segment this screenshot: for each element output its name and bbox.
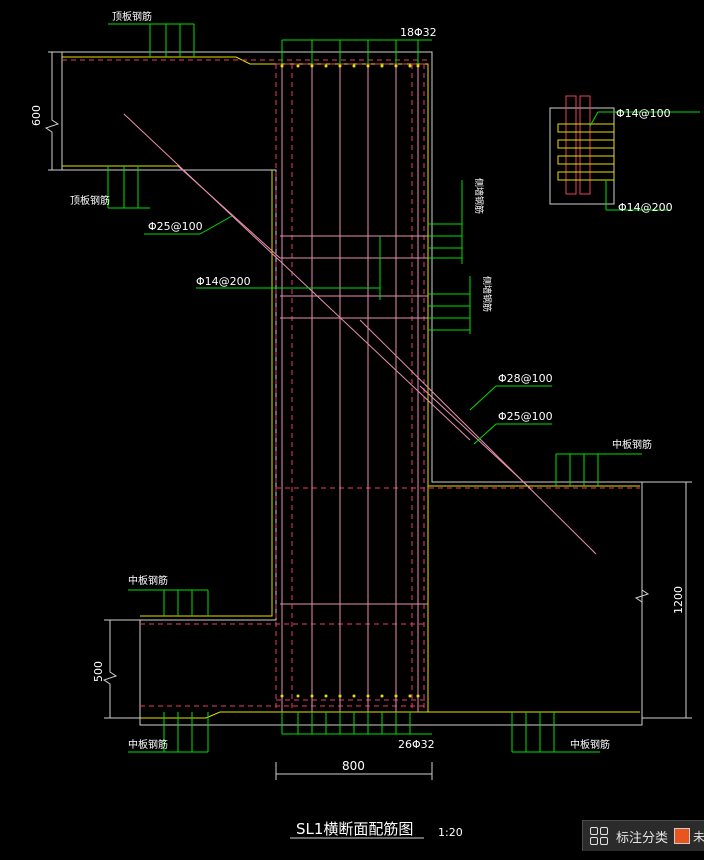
dim-bottom-left: 500	[92, 661, 105, 682]
callout-leaders	[107, 23, 642, 753]
label-detail-top: Φ14@100	[616, 107, 671, 120]
label-mid-slab-right: 中板钢筋	[612, 438, 652, 451]
color-chip[interactable]	[673, 828, 690, 844]
label-stirrup-28: Φ28@100	[498, 372, 553, 385]
dashed-rebar	[62, 59, 640, 712]
toolbar-more: 未	[692, 829, 704, 844]
dim-right: 1200	[672, 586, 685, 614]
drawing-scale: 1:20	[438, 826, 463, 839]
inner-rebar	[280, 64, 428, 712]
dim-top-left: 600	[30, 105, 43, 126]
dimension-lines	[44, 51, 692, 839]
label-stirrup-25-a: Φ25@100	[148, 220, 203, 233]
dim-width: 800	[342, 759, 365, 773]
label-mid-slab-left: 中板钢筋	[128, 574, 168, 587]
label-mid-slab-bottom-left: 中板钢筋	[128, 738, 168, 751]
diagonal-rebar	[123, 113, 597, 555]
label-top-slab-lower: 顶板钢筋	[70, 194, 110, 207]
annotation-toolbar[interactable]: 标注分类 未	[582, 820, 704, 851]
label-side-wall-1: 侧墙钢筋	[473, 178, 485, 214]
label-stirrup-25-b: Φ25@100	[498, 410, 553, 423]
label-side-wall-2: 侧墙钢筋	[481, 276, 493, 312]
concrete-outline	[61, 51, 643, 726]
drawing-title: SL1横断面配筋图	[296, 820, 413, 838]
label-stirrup-14-a: Φ14@200	[196, 275, 251, 288]
label-bottom-bars: 26Φ32	[398, 738, 435, 751]
label-detail-bottom: Φ14@200	[618, 201, 673, 214]
label-top-bars: 18Φ32	[400, 26, 437, 39]
label-top-slab-upper: 顶板钢筋	[112, 10, 152, 23]
section-detail	[549, 95, 700, 211]
rebar-dots	[280, 64, 420, 698]
main-rebar	[62, 56, 640, 719]
toolbar-label: 标注分类	[615, 830, 668, 846]
label-mid-slab-bottom-right: 中板钢筋	[570, 738, 610, 751]
grid-icon	[590, 827, 608, 845]
